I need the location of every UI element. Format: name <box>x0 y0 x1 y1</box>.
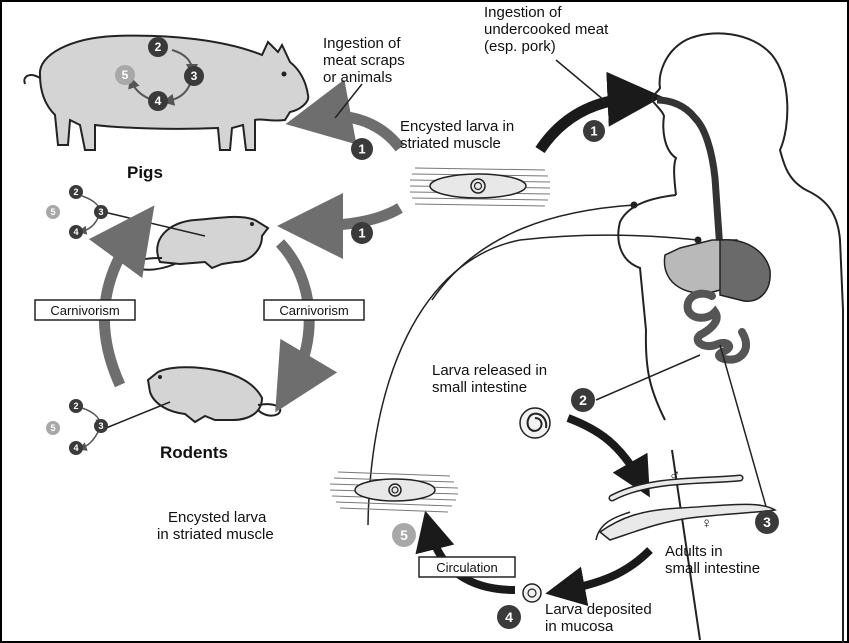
svg-text:1: 1 <box>590 124 597 139</box>
larva-in-mucosa <box>523 584 541 602</box>
rodent-top-step-5-badge: 5 <box>46 205 60 219</box>
ingestion-scraps-label: Ingestion of meat scraps or animals <box>323 35 409 86</box>
male-symbol: ♂ <box>669 467 680 484</box>
step-1-badge-rodent: 1 <box>351 222 373 244</box>
arrow-to-adults <box>568 418 640 480</box>
svg-text:2: 2 <box>73 187 78 197</box>
larva-coiled-released <box>520 408 550 438</box>
step-1-badge-human: 1 <box>583 120 605 142</box>
rodents-label: Rodents <box>160 443 228 462</box>
svg-text:1: 1 <box>358 142 365 157</box>
rodent-top-illustration <box>134 217 268 270</box>
svg-text:2: 2 <box>579 392 587 408</box>
ingestion-arrow-to-rodent <box>310 208 400 226</box>
step-1-badge-pig: 1 <box>351 138 373 160</box>
rodent-bottom-step-2-badge: 2 <box>69 399 83 413</box>
female-symbol: ♀ <box>701 515 712 532</box>
svg-text:2: 2 <box>73 401 78 411</box>
adults-pointer-line <box>720 345 767 510</box>
pig-step-4-badge: 4 <box>148 91 168 111</box>
carnivorism-box-left: Carnivorism <box>35 300 135 320</box>
svg-text:3: 3 <box>191 69 198 83</box>
pig-step-5-badge: 5 <box>115 65 135 85</box>
arrow-to-mucosa <box>565 550 650 590</box>
muscle-tissue-top <box>410 168 550 206</box>
step-5-badge-human: 5 <box>392 523 416 547</box>
released-pointer-line <box>596 355 700 400</box>
encysted-top-label: Encysted larva in striated muscle <box>400 118 518 152</box>
svg-text:5: 5 <box>122 68 129 82</box>
step-3-badge-human: 3 <box>755 510 779 534</box>
ingestion-undercooked-label: Ingestion of undercooked meat (esp. pork… <box>484 4 612 55</box>
encysted-bottom-label: Encysted larva in striated muscle <box>157 509 274 543</box>
rodent-top-step-4-badge: 4 <box>69 225 83 239</box>
pig-illustration <box>24 36 308 150</box>
svg-text:4: 4 <box>155 94 162 108</box>
rodent-bottom-step-5-badge: 5 <box>46 421 60 435</box>
undercooked-pointer-line <box>556 60 605 101</box>
muscle-pointer-line <box>432 205 634 300</box>
svg-text:4: 4 <box>505 609 513 625</box>
svg-text:Circulation: Circulation <box>436 560 497 575</box>
svg-text:2: 2 <box>155 40 162 54</box>
svg-text:5: 5 <box>400 527 408 543</box>
rodent-top-step-2-badge: 2 <box>69 185 83 199</box>
svg-text:4: 4 <box>73 443 78 453</box>
human-digestive-tract <box>657 100 770 360</box>
larva-released-label: Larva released in small intestine <box>432 362 551 396</box>
step-4-badge-human: 4 <box>497 605 521 629</box>
rodent-bottom-illustration <box>148 367 280 422</box>
adults-label: Adults in small intestine <box>665 543 760 577</box>
svg-text:3: 3 <box>763 514 771 530</box>
pig-step-2-badge: 2 <box>148 37 168 57</box>
muscle-tissue-bottom <box>330 472 458 512</box>
pig-step-3-badge: 3 <box>184 66 204 86</box>
larva-deposited-label: Larva deposited in mucosa <box>545 601 656 635</box>
rodent-bottom-step-3-badge: 3 <box>94 419 108 433</box>
human-illustration <box>618 33 843 643</box>
carnivorism-box-right: Carnivorism <box>264 300 364 320</box>
svg-text:4: 4 <box>73 227 78 237</box>
svg-text:3: 3 <box>98 421 103 431</box>
circulation-box: Circulation <box>419 557 515 577</box>
svg-text:5: 5 <box>50 207 55 217</box>
rodent-top-step-3-badge: 3 <box>94 205 108 219</box>
rodent-bottom-step-4-badge: 4 <box>69 441 83 455</box>
svg-text:1: 1 <box>358 226 365 241</box>
svg-text:Carnivorism: Carnivorism <box>279 303 348 318</box>
svg-text:3: 3 <box>98 207 103 217</box>
pigs-label: Pigs <box>127 163 163 182</box>
adult-worms <box>596 478 775 540</box>
svg-text:5: 5 <box>50 423 55 433</box>
step-2-badge-human: 2 <box>571 388 595 412</box>
svg-text:Carnivorism: Carnivorism <box>50 303 119 318</box>
